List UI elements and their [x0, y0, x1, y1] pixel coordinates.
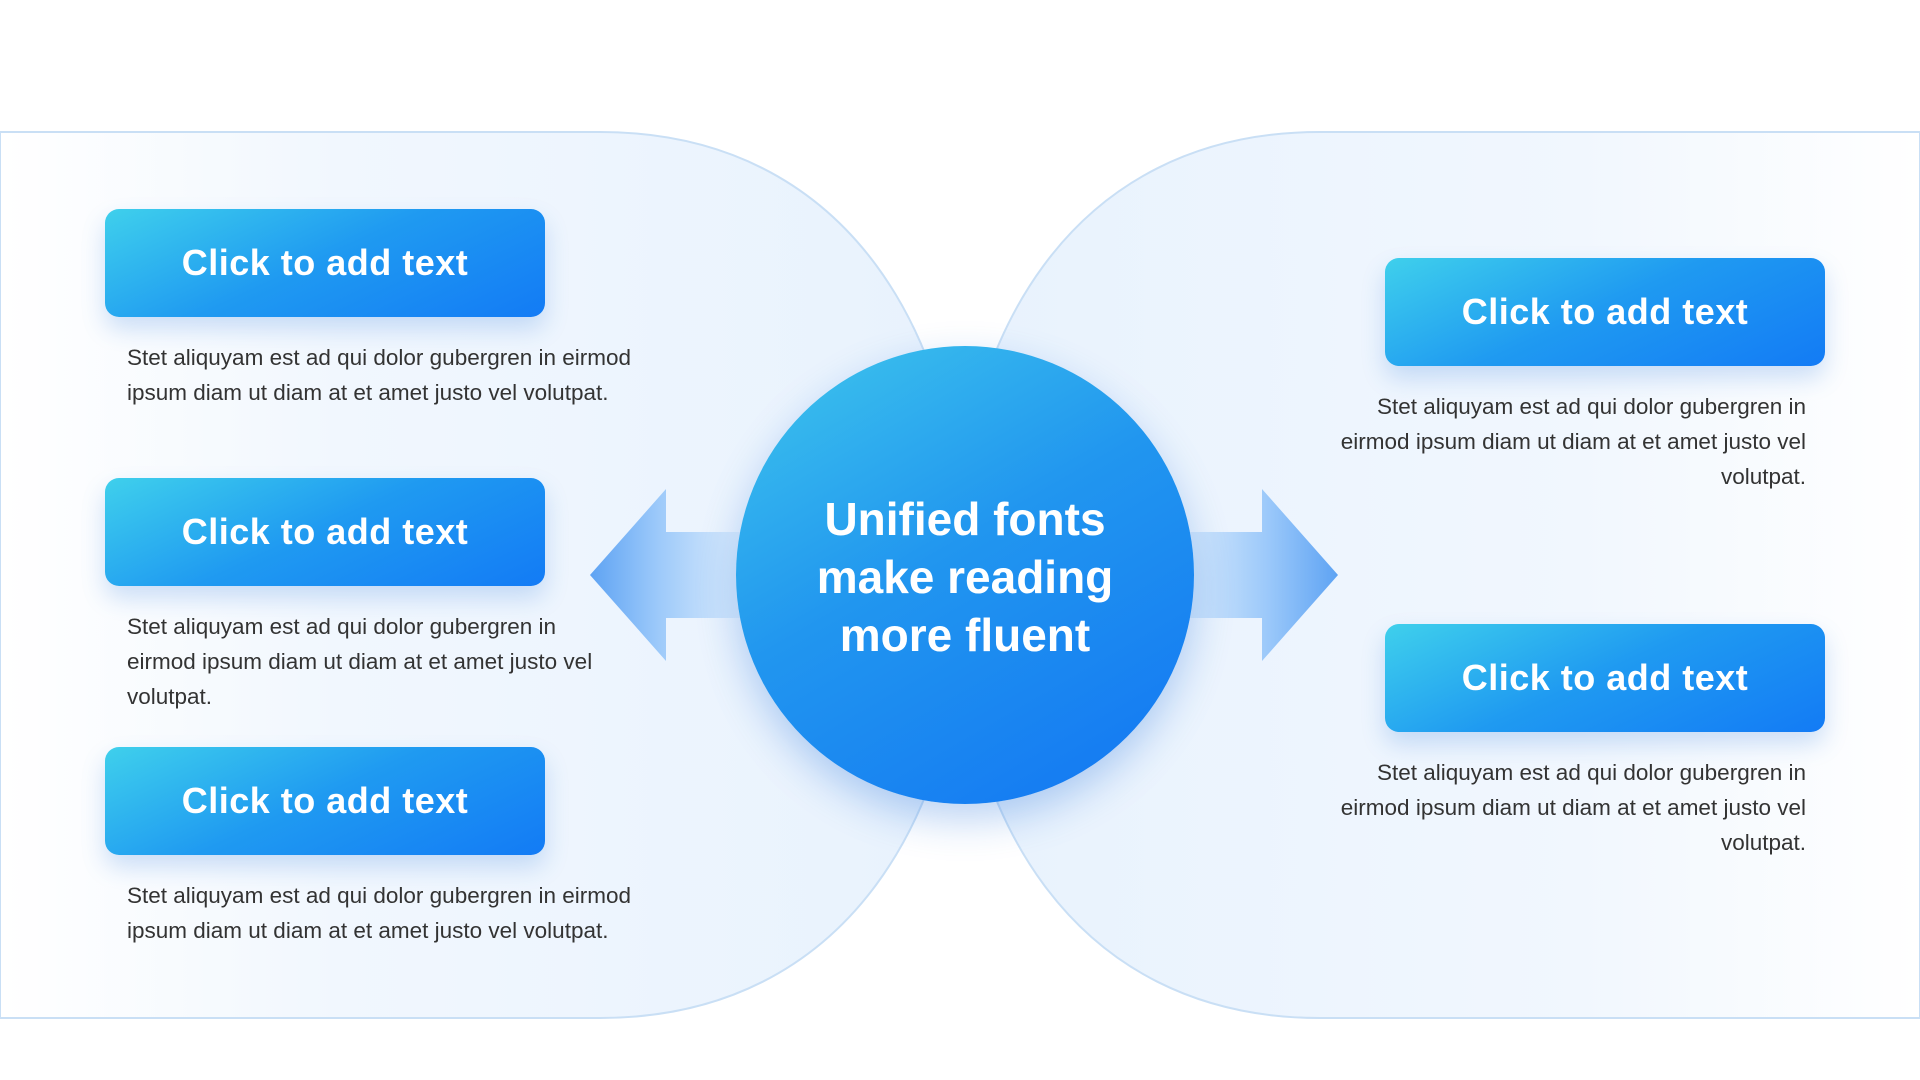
center-text: Unified fonts make reading more fluent: [816, 493, 1114, 661]
left-description-3: Stet aliquyam est ad qui dolor gubergren…: [127, 883, 632, 943]
left-description-2: Stet aliquyam est ad qui dolor gubergren…: [127, 614, 593, 709]
left-title-button-1[interactable]: Click to add text: [105, 209, 545, 317]
left-arrow: [590, 489, 740, 661]
right-description-1: Stet aliquyam est ad qui dolor gubergren…: [1340, 394, 1806, 489]
left-description-1: Stet aliquyam est ad qui dolor gubergren…: [127, 345, 632, 405]
right-arrow: [1180, 489, 1338, 661]
right-description-2: Stet aliquyam est ad qui dolor gubergren…: [1340, 760, 1806, 855]
left-title-button-2[interactable]: Click to add text: [105, 478, 545, 586]
right-title-button-1[interactable]: Click to add text: [1385, 258, 1825, 366]
right-title-button-2[interactable]: Click to add text: [1385, 624, 1825, 732]
left-title-button-3[interactable]: Click to add text: [105, 747, 545, 855]
center-circle[interactable]: Unified fonts make reading more fluent: [736, 346, 1194, 804]
